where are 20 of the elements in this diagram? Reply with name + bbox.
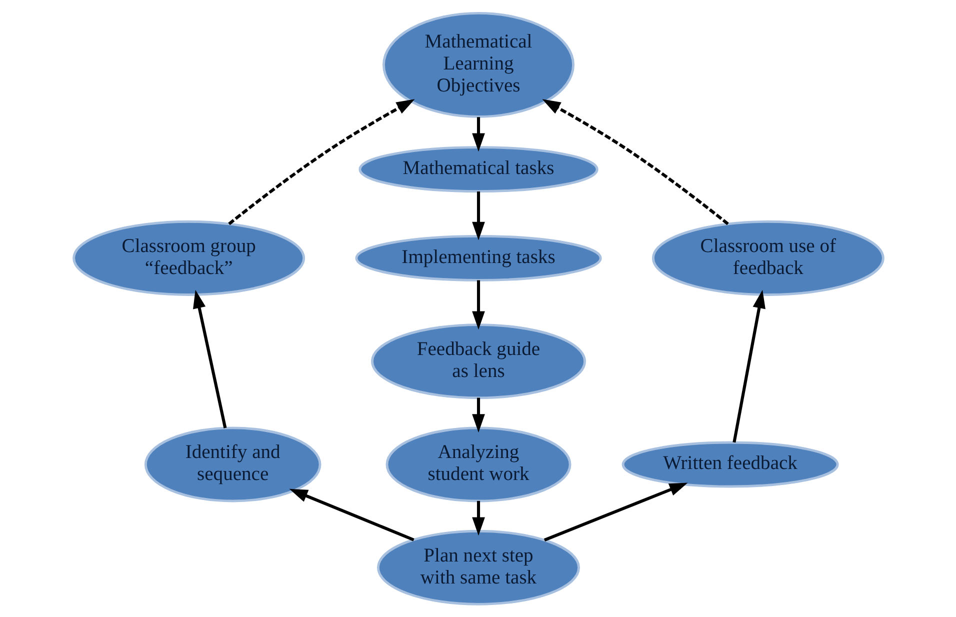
arrow [732, 290, 765, 443]
arrow [542, 99, 728, 226]
arrow [472, 117, 484, 152]
node-ellipse: Mathematical tasks [358, 146, 598, 193]
arrow [472, 398, 484, 432]
node-ellipse: Analyzing student work [385, 426, 571, 502]
arrow [192, 290, 226, 428]
arrow [288, 488, 414, 542]
node-ellipse: Classroom group “feedback” [72, 220, 305, 296]
arrow [543, 482, 688, 542]
arrow [472, 280, 484, 330]
node-ellipse: Classroom use of feedback [651, 220, 884, 296]
node-ellipse: Mathematical Learning Objectives [382, 12, 574, 118]
node-ellipse: Feedback guide as lens [370, 324, 586, 400]
arrow [472, 500, 484, 536]
node-ellipse: Written feedback [621, 441, 838, 488]
node-ellipse: Implementing tasks [354, 234, 602, 282]
arrow [472, 191, 484, 240]
node-ellipse: Plan next step with same task [376, 530, 580, 606]
arrow [228, 99, 414, 226]
